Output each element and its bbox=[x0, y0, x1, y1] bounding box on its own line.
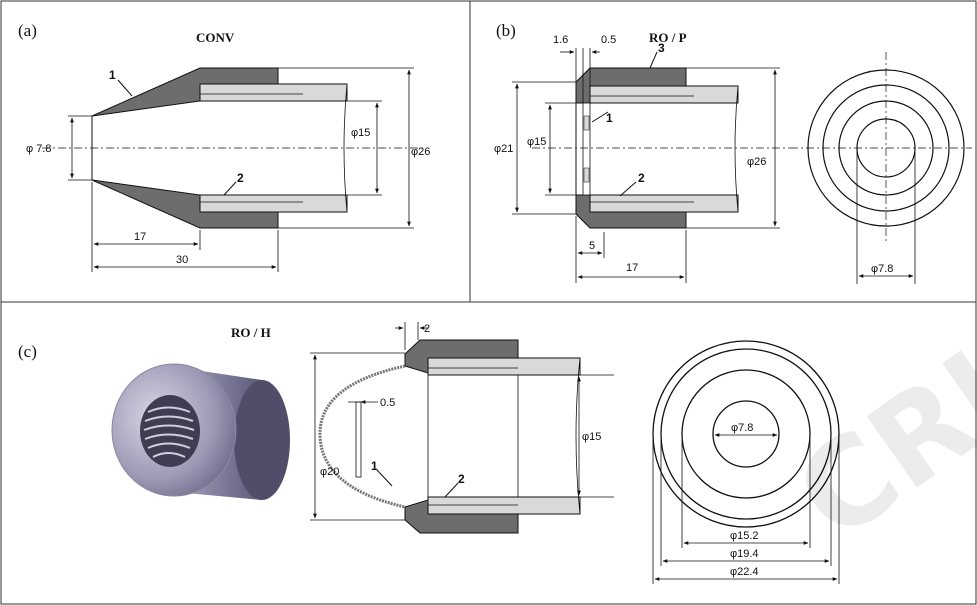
nozzle-3d-render bbox=[111, 363, 290, 500]
dim-b-d-body: φ26 bbox=[747, 156, 766, 168]
dim-d-in: φ15 bbox=[351, 127, 370, 139]
dim-d-out: φ 7.8 bbox=[26, 143, 51, 155]
dim-d-body: φ26 bbox=[411, 146, 430, 158]
panel-b: (b) RO / P 1 2 3 bbox=[494, 21, 972, 284]
leader-b-3: 3 bbox=[658, 41, 665, 55]
dim-c-d4: φ22.4 bbox=[730, 566, 759, 578]
dim-c-gap: 0.5 bbox=[380, 397, 395, 409]
dim-c-d1: φ7.8 bbox=[731, 422, 753, 434]
dim-c-d3: φ19.4 bbox=[730, 548, 759, 560]
panel-c-title: RO / H bbox=[231, 325, 271, 340]
hemispherical-cap bbox=[318, 364, 406, 509]
leader-c-2: 2 bbox=[458, 472, 465, 486]
watermark: CRI bbox=[772, 325, 977, 568]
leader-b-1: 1 bbox=[606, 111, 613, 125]
panel-a-title: CONV bbox=[196, 30, 235, 45]
panel-c-label: (c) bbox=[18, 342, 37, 361]
dim-b-l-total: 17 bbox=[626, 262, 638, 274]
dim-b-l-short: 5 bbox=[589, 240, 595, 252]
ro-h-body-bottom bbox=[404, 499, 519, 534]
dim-b-d-end: φ7.8 bbox=[871, 263, 893, 275]
dim-len-cone: 17 bbox=[134, 231, 146, 243]
dim-b-d-in: φ15 bbox=[527, 136, 546, 148]
ro-h-body-top bbox=[404, 339, 519, 374]
panel-b-title: RO / P bbox=[649, 30, 687, 45]
panel-c: (c) RO / H bbox=[18, 322, 840, 584]
dim-c-t: 2 bbox=[424, 323, 430, 335]
dim-c-d-in: φ15 bbox=[582, 431, 601, 443]
panel-a-label: (a) bbox=[18, 21, 37, 40]
leader-1: 1 bbox=[109, 68, 116, 82]
dim-c-d2: φ15.2 bbox=[730, 530, 759, 542]
panel-b-label: (b) bbox=[496, 21, 516, 40]
cap-orifice bbox=[355, 401, 362, 478]
dim-b-t1: 1.6 bbox=[553, 34, 568, 46]
break-line bbox=[343, 83, 348, 213]
dim-c-d-out: φ20 bbox=[320, 466, 339, 478]
tube-top bbox=[199, 83, 348, 102]
conv-nozzle-top bbox=[91, 67, 279, 117]
dim-b-t2: 0.5 bbox=[601, 34, 616, 46]
tube-bottom bbox=[199, 194, 348, 213]
panel-a: (a) CONV 1 2 bbox=[18, 21, 430, 272]
orifice-plate bbox=[582, 102, 591, 196]
leader-c-1: 1 bbox=[371, 459, 378, 473]
end-view-c bbox=[652, 340, 840, 528]
dim-len-total: 30 bbox=[176, 254, 188, 266]
leader-2: 2 bbox=[237, 171, 244, 185]
dim-b-d-out: φ21 bbox=[494, 143, 513, 155]
conv-nozzle-bottom bbox=[91, 179, 279, 229]
leader-b-2: 2 bbox=[638, 171, 645, 185]
